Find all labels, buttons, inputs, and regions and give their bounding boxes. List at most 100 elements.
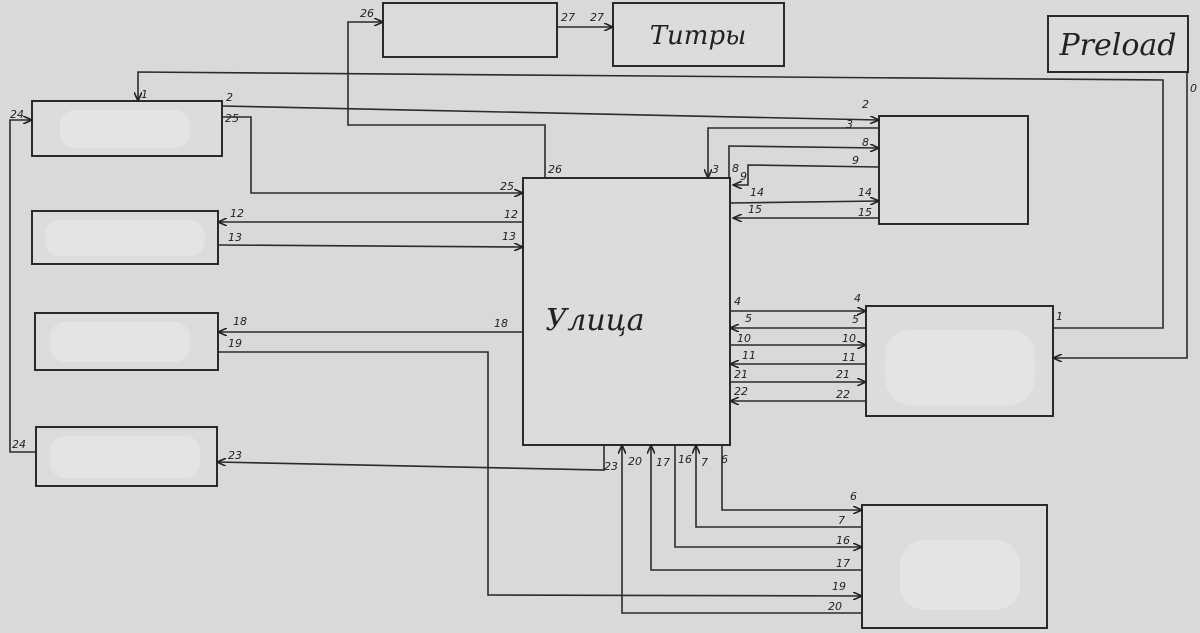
connection-label: 19 bbox=[832, 580, 846, 593]
connection-label: 15 bbox=[858, 206, 872, 219]
connection-label: 22 bbox=[836, 388, 850, 401]
connection-label: 25 bbox=[500, 180, 514, 193]
arrow-line bbox=[217, 445, 605, 471]
arrow-line bbox=[622, 445, 862, 614]
connection-0: 0 bbox=[1053, 72, 1197, 358]
redacted-label bbox=[45, 220, 205, 256]
block-titles bbox=[612, 2, 785, 67]
redacted-label bbox=[50, 436, 200, 478]
arrow-line bbox=[651, 445, 862, 571]
center-label: Улица bbox=[546, 303, 645, 338]
arrow-line bbox=[1053, 72, 1188, 358]
arrow-line bbox=[721, 445, 862, 510]
connection-9: 99 bbox=[733, 154, 880, 185]
connection-label: 11 bbox=[842, 351, 856, 364]
connection-label: 7 bbox=[701, 456, 708, 469]
block-r1 bbox=[878, 115, 1029, 225]
connection-1: 11 bbox=[138, 71, 1164, 329]
connection-3: 33 bbox=[708, 118, 879, 178]
connection-label: 14 bbox=[750, 186, 764, 199]
connection-label: 15 bbox=[748, 203, 762, 216]
connection-label: 8 bbox=[862, 136, 869, 149]
connection-label: 1 bbox=[141, 88, 148, 101]
redacted-label bbox=[60, 110, 190, 148]
connection-label: 24 bbox=[12, 438, 26, 451]
redacted-label bbox=[885, 330, 1035, 405]
connection-8: 88 bbox=[728, 136, 879, 178]
connection-label: 5 bbox=[852, 313, 859, 326]
redacted-label bbox=[50, 322, 190, 362]
connection-label: 5 bbox=[745, 312, 752, 325]
connection-14: 14 14 bbox=[729, 186, 879, 203]
connection-11: 11 11 bbox=[730, 349, 866, 364]
connection-label: 23 bbox=[604, 460, 618, 473]
connection-12: 12 12 bbox=[218, 207, 523, 222]
connection-label: 6 bbox=[721, 453, 728, 466]
connection-label: 18 bbox=[233, 315, 247, 328]
arrow-line bbox=[218, 351, 862, 596]
block-preload bbox=[1047, 15, 1189, 73]
connection-label: 27 bbox=[561, 11, 575, 24]
preload-label: Preload bbox=[1058, 28, 1176, 63]
arrow-line bbox=[728, 146, 879, 178]
arrow-line bbox=[217, 245, 523, 247]
arrow-line bbox=[674, 445, 862, 547]
connection-label: 8 bbox=[732, 162, 739, 175]
connection-label: 0 bbox=[1190, 82, 1197, 95]
arrow-line bbox=[729, 201, 879, 203]
connection-label: 1 bbox=[1056, 310, 1063, 323]
arrow-line bbox=[222, 116, 523, 193]
connection-label: 14 bbox=[858, 186, 872, 199]
connection-label: 13 bbox=[502, 230, 516, 243]
connection-label: 4 bbox=[854, 292, 861, 305]
connection-7: 77 bbox=[696, 445, 862, 528]
connection-label: 19 bbox=[228, 337, 242, 350]
connection-label: 20 bbox=[828, 600, 842, 613]
connection-label: 17 bbox=[836, 557, 850, 570]
connection-label: 23 bbox=[228, 449, 242, 462]
connection-label: 16 bbox=[678, 453, 692, 466]
arrow-line bbox=[708, 127, 879, 178]
connection-label: 26 bbox=[548, 163, 562, 176]
connection-label: 11 bbox=[742, 349, 756, 362]
redacted-label bbox=[900, 540, 1020, 610]
connection-label: 10 bbox=[842, 332, 856, 345]
block-center bbox=[522, 177, 731, 446]
connection-label: 17 bbox=[656, 456, 670, 469]
arrow-line bbox=[733, 164, 880, 185]
connection-label: 3 bbox=[846, 118, 853, 131]
arrow-line bbox=[696, 445, 862, 528]
connection-22: 22 22 bbox=[730, 385, 866, 401]
connection-27: 27 27 bbox=[557, 11, 613, 27]
connection-label: 21 bbox=[836, 368, 850, 381]
connection-label: 12 bbox=[504, 208, 518, 221]
arrow-line bbox=[347, 22, 546, 178]
connection-label: 27 bbox=[590, 11, 604, 24]
connection-label: 2 bbox=[226, 91, 233, 104]
connection-label: 7 bbox=[838, 514, 845, 527]
connection-label: 22 bbox=[734, 385, 748, 398]
connection-21: 21 21 bbox=[730, 368, 866, 382]
connection-label: 2 bbox=[862, 98, 869, 111]
arrow-line bbox=[221, 105, 879, 120]
connection-2: 22 bbox=[221, 91, 879, 120]
connection-label: 21 bbox=[734, 368, 748, 381]
connection-label: 18 bbox=[494, 317, 508, 330]
connection-label: 12 bbox=[230, 207, 244, 220]
block-top bbox=[382, 2, 558, 58]
connection-label: 3 bbox=[712, 163, 719, 176]
connection-label: 4 bbox=[734, 295, 741, 308]
arrow-line bbox=[9, 120, 36, 453]
